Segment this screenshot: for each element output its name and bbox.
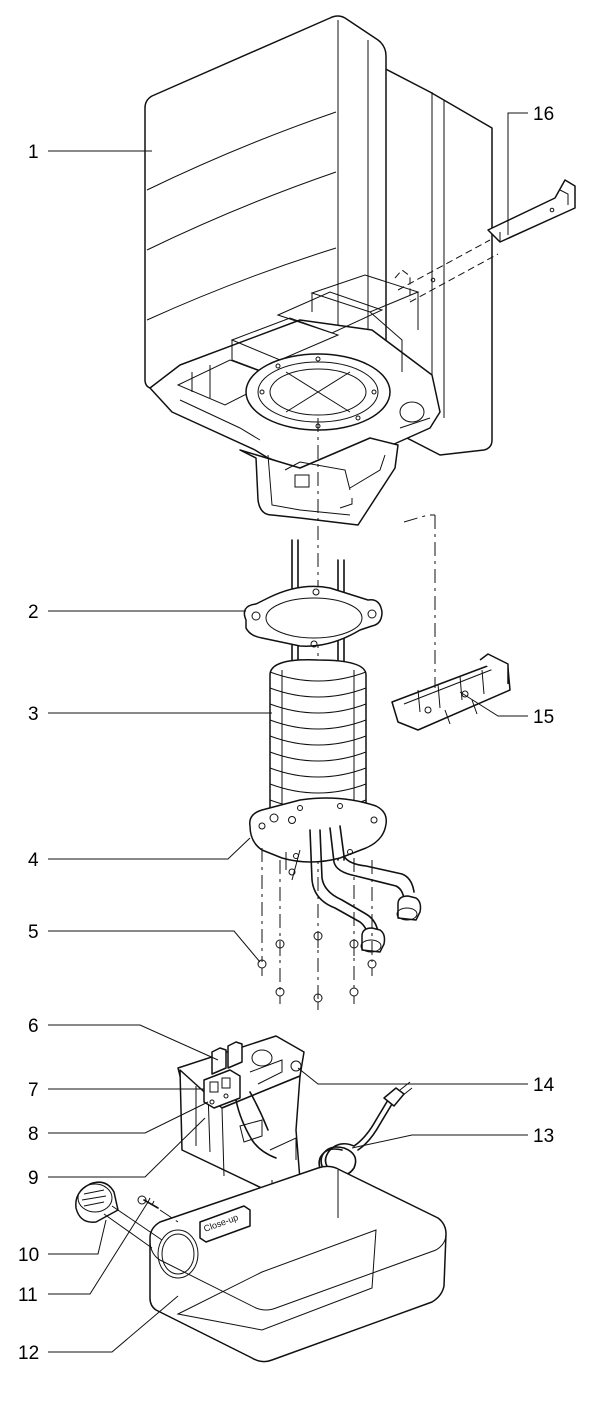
callout-14: 14 — [533, 1075, 555, 1096]
wall-bracket — [394, 179, 576, 303]
fixing-screws — [257, 848, 377, 1010]
control-knob — [75, 1181, 163, 1249]
callout-7: 7 — [28, 1080, 39, 1101]
callout-13: 13 — [533, 1126, 554, 1147]
callout-labels: 1 2 3 4 5 6 7 8 9 10 11 12 13 14 15 16 — [18, 104, 555, 1364]
tank-housing — [144, 15, 493, 526]
callout-6: 6 — [28, 1016, 39, 1037]
callout-10: 10 — [18, 1245, 39, 1266]
callout-3: 3 — [28, 704, 39, 725]
callout-2: 2 — [28, 602, 39, 623]
knob-screw — [137, 1195, 179, 1223]
callout-15: 15 — [533, 707, 554, 728]
electrical-module — [177, 1035, 305, 1201]
callout-8: 8 — [28, 1124, 39, 1145]
callout-11: 11 — [18, 1285, 38, 1306]
heating-element-assembly — [243, 418, 422, 1010]
callout-16: 16 — [533, 104, 554, 125]
callout-4: 4 — [28, 850, 39, 871]
lower-cover: Close-up — [149, 1165, 447, 1363]
callout-9: 9 — [28, 1168, 39, 1189]
callout-1: 1 — [28, 142, 39, 163]
callout-5: 5 — [28, 922, 39, 943]
callout-12: 12 — [18, 1343, 39, 1364]
leader-lines — [48, 112, 528, 1353]
lower-bracket — [391, 514, 511, 731]
